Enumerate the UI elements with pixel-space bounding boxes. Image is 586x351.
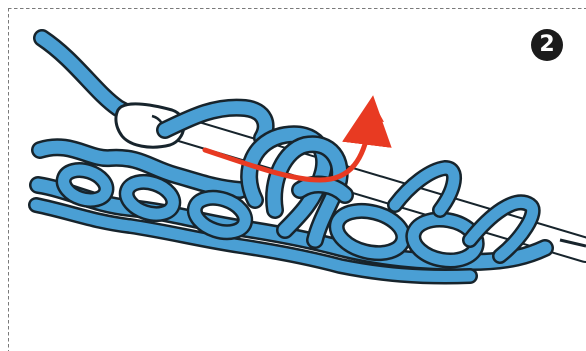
step-number-badge: 2 [531, 29, 563, 61]
